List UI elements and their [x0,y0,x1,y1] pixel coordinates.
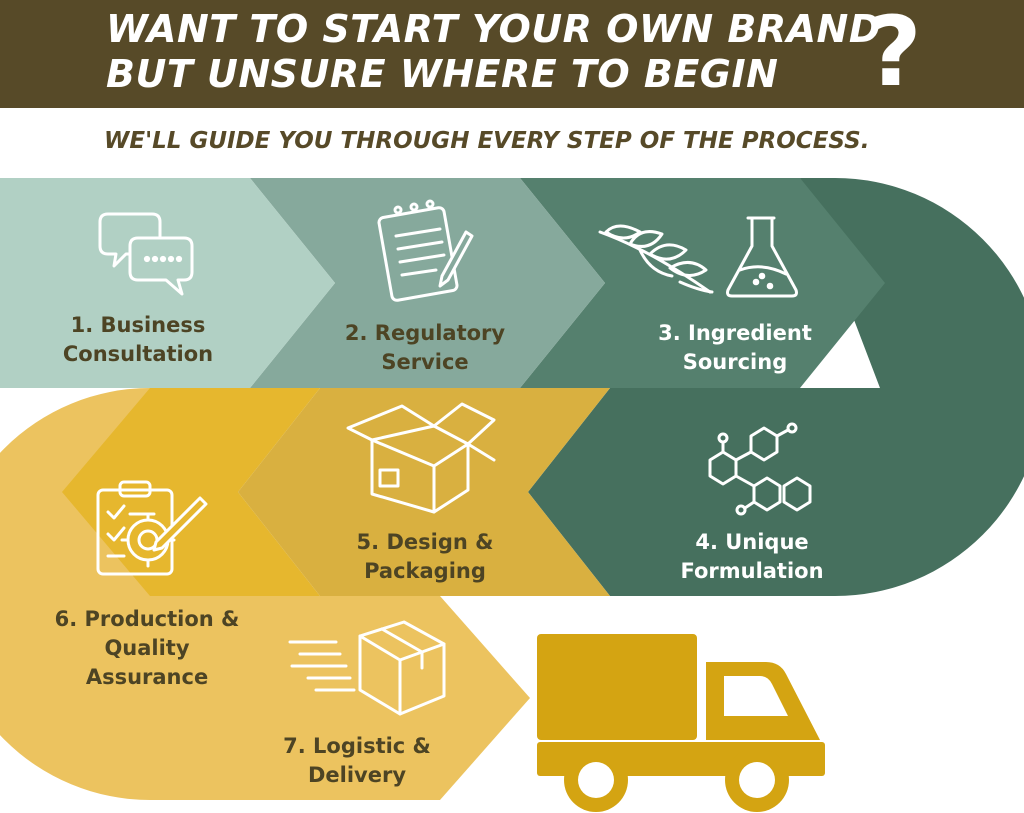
speech-bubbles-icon [98,212,194,296]
molecule-icon [708,422,812,516]
step-2-band [250,178,605,388]
step-5-band [238,388,610,596]
question-mark: ? [866,0,922,108]
open-box-icon [346,402,496,514]
step-1-label: 1. Business Consultation [62,313,214,366]
delivery-truck-icon [537,634,825,812]
step-2-label: 2. Regulatory Service [344,321,506,374]
header-banner: WANT TO START YOUR OWN BRAND BUT UNSURE … [0,0,1024,108]
step-4-label: 4. Unique Formulation [680,530,824,583]
notepad-pencil-icon [377,199,474,302]
header-line-2: BUT UNSURE WHERE TO BEGIN [106,52,779,96]
clipboard-gear-icon [96,480,208,576]
step-3-label: 3. Ingredient Sourcing [658,321,812,374]
step-6-label: 6. Production & Quality Assurance [54,607,240,689]
step-5-label: 5. Design & Packaging [356,530,494,583]
step-3-band [520,178,885,388]
subtitle: WE'LL GUIDE YOU THROUGH EVERY STEP OF TH… [104,128,870,154]
step-6-band [62,388,320,596]
header-line-1: WANT TO START YOUR OWN BRAND [106,7,881,51]
step-7-label: 7. Logistic & Delivery [283,734,431,787]
step-4-band [528,178,1024,596]
leaf-flask-icon [598,216,798,298]
fast-box-icon [288,620,446,716]
